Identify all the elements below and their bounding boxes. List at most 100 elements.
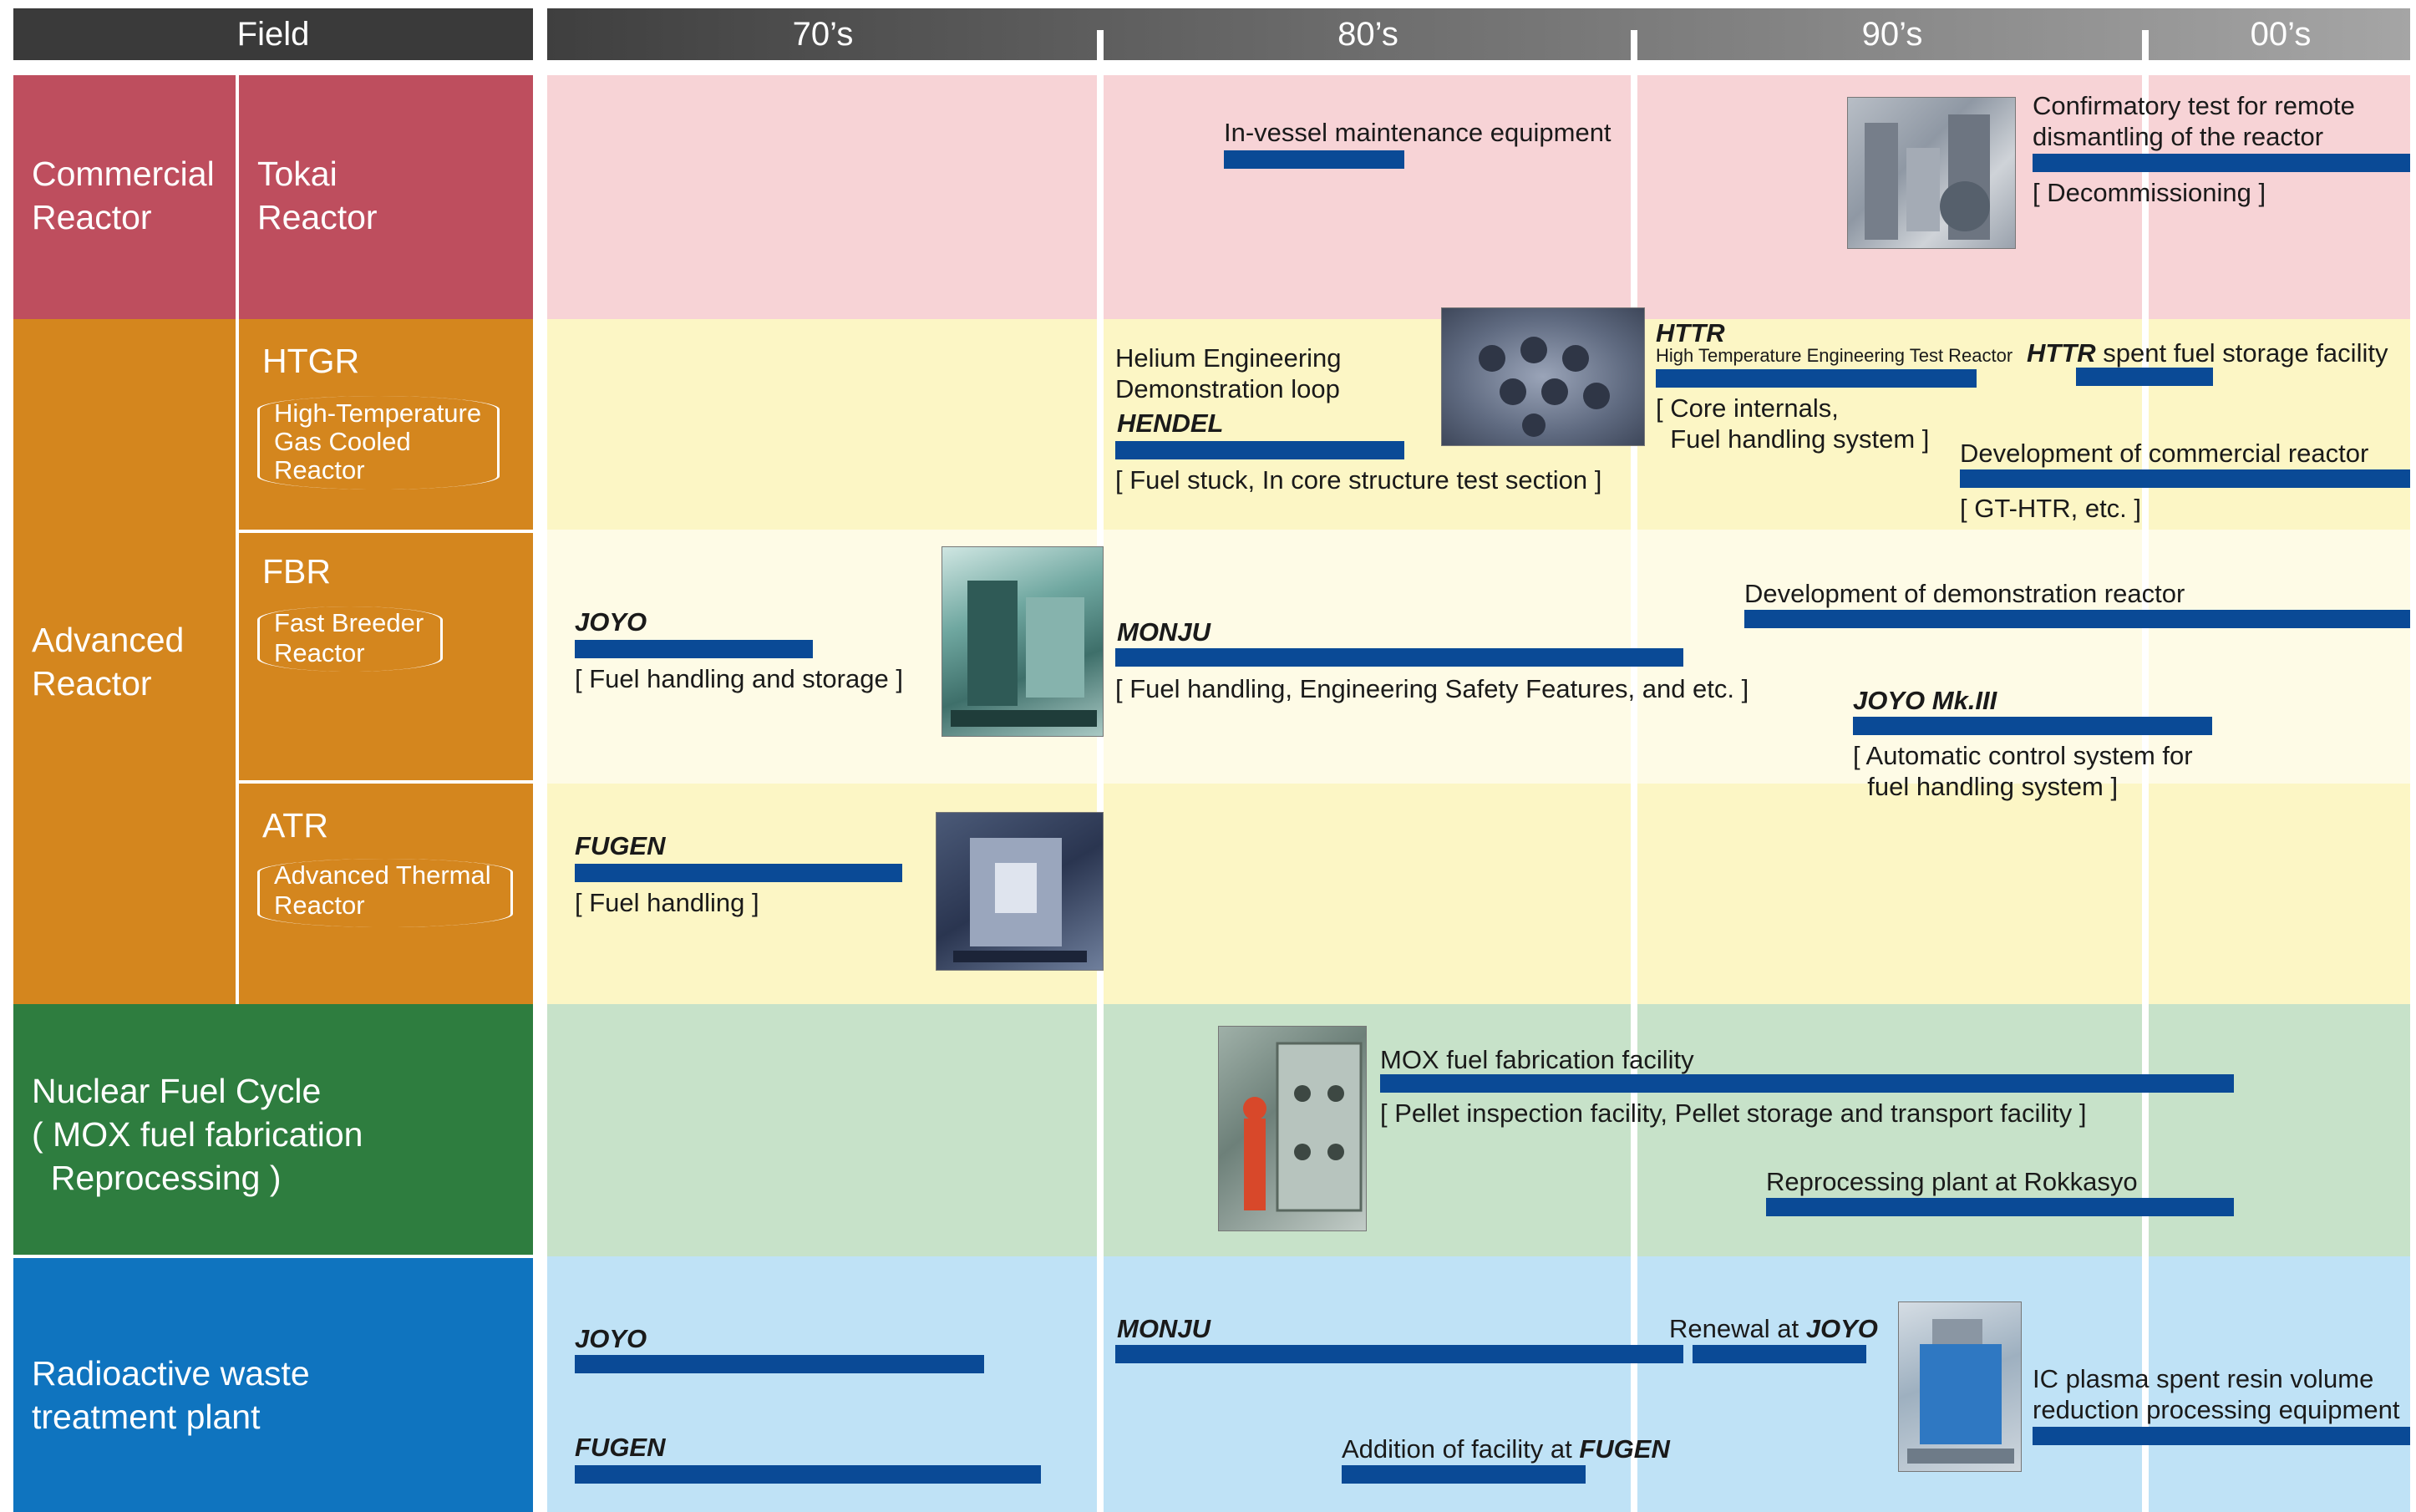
joyo-machine-photo xyxy=(942,546,1104,737)
fbr-joyo-name: JOYO xyxy=(575,607,647,637)
mox-note: [ Pellet inspection facility, Pellet sto… xyxy=(1380,1098,2087,1128)
field-tokai-reactor: Tokai Reactor xyxy=(239,75,533,319)
httr-bar xyxy=(1656,369,1977,388)
confirm-label: Confirmatory test for remote dismantling… xyxy=(2033,91,2355,151)
waste-label: Radioactive waste treatment plant xyxy=(32,1354,310,1436)
decommissioning-photo xyxy=(1847,97,2016,249)
waste-fugen-bar xyxy=(575,1465,1041,1484)
band-commercial xyxy=(547,75,2410,319)
htgr-paren xyxy=(257,396,500,490)
plasma-label: IC plasma spent resin volume reduction p… xyxy=(2033,1364,2400,1424)
htgr-desc: High-Temperature Gas Cooled Reactor xyxy=(274,398,482,485)
field-atr: ATR Advanced Thermal Reactor xyxy=(239,784,533,1004)
reactor-vessel-illustration xyxy=(1865,114,1990,240)
fbr-monju-bar xyxy=(1115,648,1683,667)
plasma-unit-illustration xyxy=(1907,1319,2014,1464)
confirm-bar xyxy=(2033,154,2410,172)
decommissioning-note: [ Decommissioning ] xyxy=(2033,178,2266,207)
atr-paren xyxy=(257,859,513,927)
joyo-mk3-note: [ Automatic control system for fuel hand… xyxy=(1853,741,2193,801)
addition-fugen-label: Addition of facility at FUGEN xyxy=(1342,1433,1670,1465)
fbr-paren xyxy=(257,606,443,672)
hendel-label: Helium Engineering Demonstration loop xyxy=(1115,343,1342,403)
hendel-note: [ Fuel stuck, In core structure test sec… xyxy=(1115,465,1602,495)
renewal-name: JOYO xyxy=(1805,1314,1878,1343)
field-commercial-reactor: Commercial Reactor xyxy=(13,75,236,319)
decade-90s: 90’s xyxy=(1861,15,1923,53)
commercial-reactor-label: Commercial Reactor xyxy=(32,155,215,236)
joyo-mk3-name: JOYO Mk.III xyxy=(1853,686,1997,715)
fbr-joyo-note: [ Fuel handling and storage ] xyxy=(575,664,903,693)
mox-label: MOX fuel fabrication facility xyxy=(1380,1045,1694,1074)
field-advanced-reactor: Advanced Reactor xyxy=(13,319,236,1004)
band-atr xyxy=(547,784,2410,1004)
fbr-monju-name: MONJU xyxy=(1117,617,1211,647)
fugen-machine-illustration xyxy=(953,838,1087,962)
renewal-text: Renewal at xyxy=(1669,1314,1806,1343)
hendel-name: HENDEL xyxy=(1117,408,1224,438)
rokkasyo-label: Reprocessing plant at Rokkasyo xyxy=(1766,1167,2138,1196)
fbr-monju-note: [ Fuel handling, Engineering Safety Feat… xyxy=(1115,674,1749,703)
mox-bar xyxy=(1380,1074,2234,1093)
fuel-cycle-label: Nuclear Fuel Cycle ( MOX fuel fabricatio… xyxy=(32,1072,363,1197)
fugen-equipment-photo xyxy=(936,812,1104,971)
band-fuel-cycle xyxy=(547,1004,2410,1256)
addition-name: FUGEN xyxy=(1579,1434,1670,1464)
fbr-title: FBR xyxy=(262,552,331,591)
field-header-label: Field xyxy=(236,15,310,53)
mox-facility-photo xyxy=(1218,1026,1367,1231)
rokkasyo-bar xyxy=(1766,1198,2234,1216)
atr-fugen-note: [ Fuel handling ] xyxy=(575,888,759,917)
waste-fugen-name: FUGEN xyxy=(575,1433,666,1462)
invessel-label: In-vessel maintenance equipment xyxy=(1224,118,1612,147)
httr-spent-name: HTTR xyxy=(2027,338,2096,368)
demo-reactor-bar xyxy=(1744,610,2410,628)
advanced-reactor-label: Advanced Reactor xyxy=(32,621,185,703)
divider-90s xyxy=(1631,30,1637,1512)
renewal-bar xyxy=(1693,1345,1866,1363)
divider-80s xyxy=(1097,30,1104,1512)
atr-fugen-name: FUGEN xyxy=(575,831,666,860)
atr-fugen-bar xyxy=(575,864,902,882)
divider-00s xyxy=(2142,30,2149,1512)
fbr-joyo-bar xyxy=(575,640,813,658)
waste-monju-name: MONJU xyxy=(1117,1314,1211,1343)
decade-header-bar xyxy=(547,8,2410,60)
atr-title: ATR xyxy=(262,806,328,845)
waste-joyo-bar xyxy=(575,1355,984,1373)
field-nuclear-fuel-cycle: Nuclear Fuel Cycle ( MOX fuel fabricatio… xyxy=(13,1004,533,1255)
httr-name: HTTR xyxy=(1656,318,1725,348)
addition-bar xyxy=(1342,1465,1586,1484)
httr-spent-text: spent fuel storage facility xyxy=(2095,338,2388,368)
waste-joyo-name: JOYO xyxy=(575,1324,647,1353)
field-radioactive-waste: Radioactive waste treatment plant xyxy=(13,1258,533,1512)
fbr-desc: Fast Breeder Reactor xyxy=(274,608,424,667)
tokai-reactor-label: Tokai Reactor xyxy=(257,155,378,236)
commercial-dev-bar xyxy=(1960,469,2410,488)
renewal-joyo-label: Renewal at JOYO xyxy=(1669,1313,1878,1345)
atr-desc: Advanced Thermal Reactor xyxy=(274,860,491,920)
glovebox-illustration xyxy=(1243,1042,1363,1212)
httr-spent-fuel-label: HTTR spent fuel storage facility xyxy=(2027,337,2388,369)
field-fbr: FBR Fast Breeder Reactor xyxy=(239,533,533,780)
plasma-bar xyxy=(2033,1427,2410,1445)
core-block-illustration xyxy=(1479,337,1610,437)
waste-monju-bar xyxy=(1115,1345,1683,1363)
commercial-dev-label: Development of commercial reactor xyxy=(1960,439,2369,468)
decade-00s: 00’s xyxy=(2250,15,2312,53)
gt-htr-note: [ GT-HTR, etc. ] xyxy=(1960,494,2142,523)
httr-spent-bar xyxy=(2076,368,2213,386)
plasma-equipment-photo xyxy=(1898,1301,2022,1472)
addition-text: Addition of facility at xyxy=(1342,1434,1580,1464)
field-header: Field xyxy=(13,8,533,60)
hendel-bar xyxy=(1115,441,1404,459)
joyo-mk3-bar xyxy=(1853,717,2212,735)
httr-core-photo xyxy=(1441,307,1645,446)
decade-70s: 70’s xyxy=(792,15,854,53)
decade-80s: 80’s xyxy=(1337,15,1398,53)
httr-full-name: High Temperature Engineering Test Reacto… xyxy=(1656,345,2013,366)
invessel-bar xyxy=(1224,150,1404,169)
htgr-title: HTGR xyxy=(262,342,360,380)
demo-reactor-label: Development of demonstration reactor xyxy=(1744,579,2185,608)
field-htgr: HTGR High-Temperature Gas Cooled Reactor xyxy=(239,319,533,530)
